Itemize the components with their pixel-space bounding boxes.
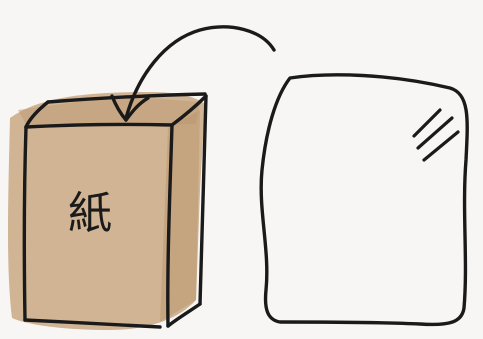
glare-marks-icon <box>414 110 458 160</box>
paper-box-label: 紙 <box>68 188 112 239</box>
